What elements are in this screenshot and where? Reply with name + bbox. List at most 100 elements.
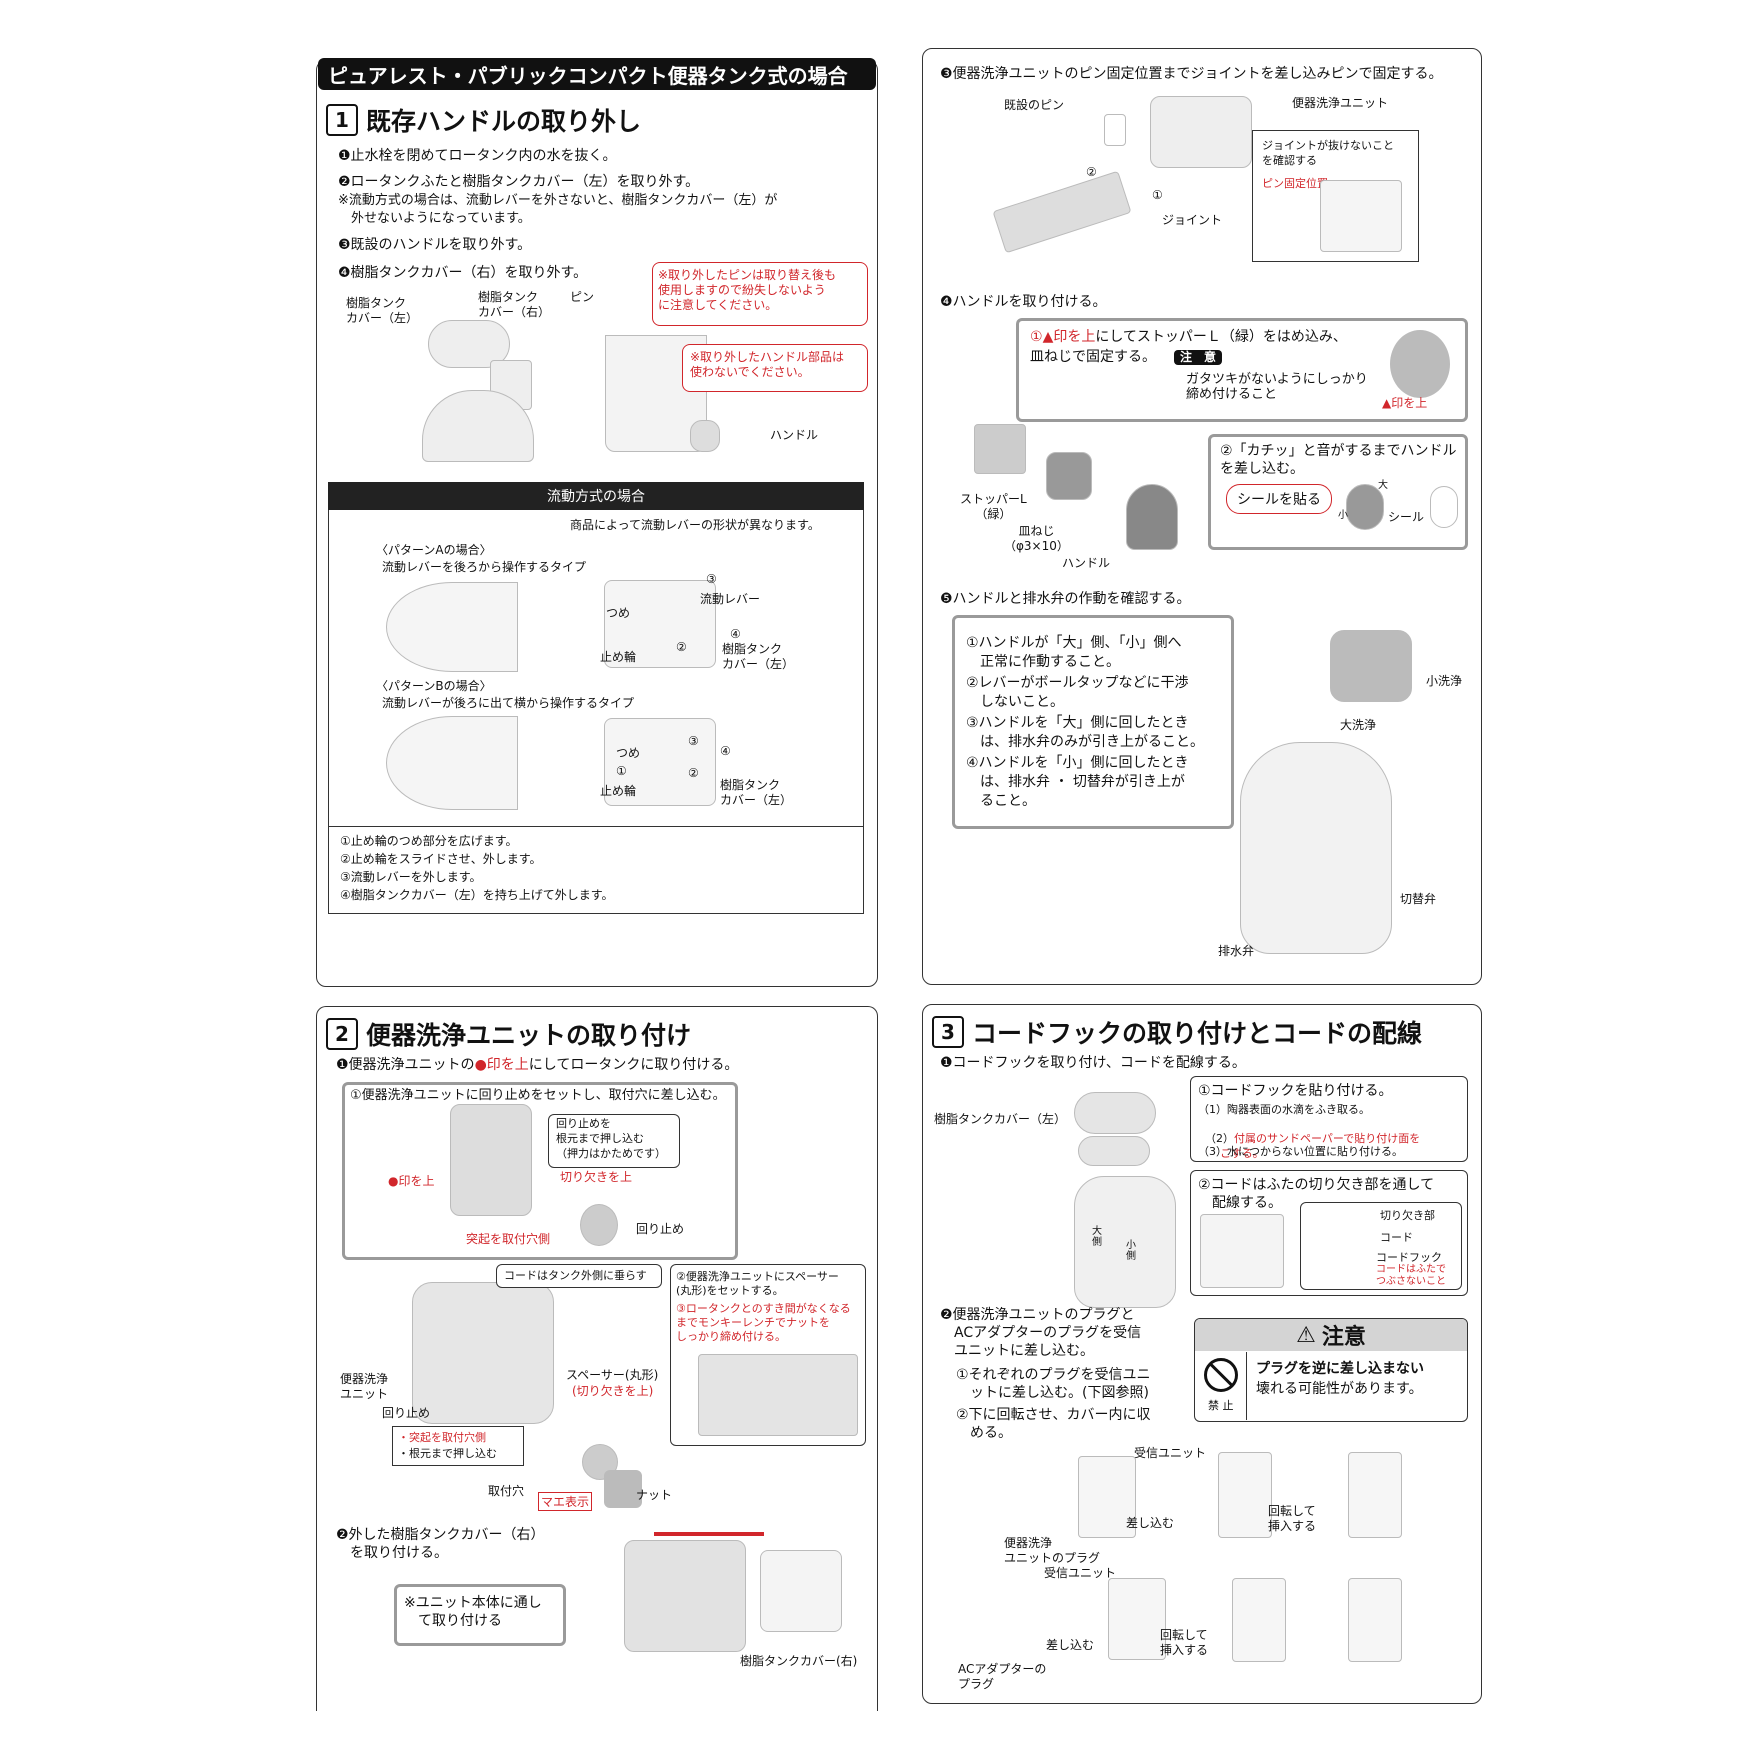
sticker-shape-illustration: [1430, 486, 1458, 528]
bullet-2: ・根元まで押し込む: [398, 1447, 497, 1460]
hook-1: （1）陶器表面の水滴をふき取る。: [1198, 1103, 1370, 1116]
pattern-a-detail-illustration: [604, 580, 716, 668]
stopper-illustration: [1046, 452, 1092, 500]
label-hole: 取付穴: [488, 1484, 525, 1498]
pattern-b-tomewa: 止め輪: [600, 784, 637, 798]
q3-sub-1: ①便器洗浄ユニットに回り止めをセットし、取付穴に差し込む。: [350, 1088, 726, 1103]
q2-step-3: ❸便器洗浄ユニットのピン固定位置までジョイントを差し込みピンで固定する。: [940, 66, 1443, 82]
section-3-title: 3 コードフックの取り付けとコードの配線: [932, 1014, 1422, 1050]
flow-method-box: [328, 482, 864, 914]
handle-part-illustration: [690, 420, 720, 452]
cord-detail-box: [1300, 1202, 1462, 1290]
section-1-number: 1: [326, 104, 358, 136]
flow-note: 商品によって流動レバーの形状が異なります。: [570, 518, 820, 532]
label-rotate: 回転して 挿入する: [1268, 1504, 1317, 1533]
label-pin: ピン: [570, 290, 595, 304]
model-banner: ピュアレスト・パブリックコンパクト便器タンク式の場合: [318, 58, 876, 90]
label-switch-valve: 切替弁: [1400, 892, 1437, 906]
prohibit-icon: [1204, 1358, 1238, 1392]
pattern-a-cover: 樹脂タンク カバー（左）: [722, 642, 795, 671]
q3-step-1-a: ❶便器洗浄ユニットの: [336, 1057, 475, 1073]
label-unit-plug: 便器洗浄 ユニットのプラグ: [1004, 1536, 1101, 1565]
receiver-5-illustration: [1232, 1578, 1286, 1662]
check-2: ②レバーがボールタップなどに干渉 しないこと。: [966, 675, 1189, 710]
label-drain-valve: 排水弁: [1218, 944, 1255, 958]
tank-wiring-illustration: [1074, 1176, 1176, 1308]
cord-instruction: ②コードはふたの切り欠き部を通して 配線する。: [1198, 1177, 1435, 1211]
stopper-detail-illustration: [1390, 330, 1450, 398]
bump-label: 突起を取付穴側: [466, 1232, 551, 1246]
label-small-side: 小 側: [1126, 1240, 1136, 1262]
label-small-wash: 小洗浄: [1426, 674, 1463, 688]
hook-title: ①コードフックを貼り付ける。: [1198, 1083, 1393, 1099]
bullet-box: [392, 1426, 524, 1466]
q1-step-1: ❶止水栓を閉めてロータンク内の水を抜く。: [338, 148, 617, 164]
receiver-3-illustration: [1348, 1452, 1402, 1538]
cord-note-box: [496, 1264, 662, 1288]
label-handle-2: ハンドル: [1062, 556, 1111, 570]
mark-up-text: 印を上: [1391, 396, 1428, 410]
caution-tag-text: 注 意: [1174, 350, 1223, 365]
pattern-a-illustration: [386, 582, 518, 672]
spacer-note-2: ③ロータンクとのすき間がなくなる までモンキーレンチでナットを しっかり締め付け…: [676, 1302, 851, 1343]
label-nut: ナット: [636, 1488, 673, 1502]
label-sticker: シール: [1388, 510, 1425, 524]
pattern-a-c2: ②: [676, 640, 687, 654]
flow-step-2: ②止め輪をスライドさせ、外します。: [340, 852, 542, 866]
label-receiver: 受信ユニット: [1134, 1446, 1207, 1460]
unit-anti-rotation-illustration: [450, 1104, 532, 1216]
label-c2: ②: [1086, 165, 1097, 179]
hook-2-text: 付属のサンドペーパーで貼り付け面を こする。: [1219, 1132, 1421, 1160]
pattern-b-c1: ①: [616, 764, 627, 778]
pattern-b-c4: ④: [720, 744, 731, 758]
receiver-4-illustration: [1108, 1578, 1166, 1660]
pattern-a-tsume: つめ: [606, 606, 631, 620]
label-spacer: スペーサー(丸形): [566, 1368, 659, 1382]
cord-warning: コードはふたで つぶさないこと: [1376, 1264, 1446, 1287]
label-cord-hook: コードフック: [1376, 1251, 1442, 1264]
callout-box: [548, 1114, 680, 1168]
push-instruction: ②「カチッ」と音がするまでハンドル を差し込む。: [1220, 443, 1457, 477]
cover-right-illustration: [760, 1550, 842, 1632]
mark-up-label-2: ●印を上: [388, 1174, 435, 1188]
unit-illustration: [1150, 96, 1252, 168]
receiver-2-illustration: [1218, 1452, 1272, 1538]
pattern-b-tsume: つめ: [616, 746, 641, 760]
red-guide-line: [654, 1532, 764, 1536]
check-3: ③ハンドルを「大」側に回したとき は、排水弁のみが引き上がること。: [966, 715, 1204, 750]
pattern-b-desc: 流動レバーが後ろに出て横から操作するタイプ: [382, 696, 635, 710]
label-screw: 皿ねじ （φ3×10）: [1004, 524, 1069, 553]
label-receiver-2: 受信ユニット: [1044, 1566, 1117, 1580]
stopper-instr-mark: 印を上: [1053, 329, 1096, 345]
label-anti-rotation-2: 回り止め: [382, 1406, 431, 1420]
label-cover-right-2: 樹脂タンクカバー(右): [740, 1654, 858, 1668]
q4-sub-1: ①それぞれのプラグを受信ユニ ットに差し込む。(下図参照): [956, 1367, 1151, 1401]
note-handle-box: [682, 344, 868, 392]
q3-step-1-c: にしてロータンクに取り付ける。: [528, 1057, 739, 1073]
mark-up-label: ▲印を上: [1382, 396, 1427, 411]
sub1-box: [342, 1082, 738, 1260]
q3-step-2: ❷外した樹脂タンクカバー（右） を取り付ける。: [336, 1527, 545, 1561]
bullet-1: ・突起を取付穴側: [398, 1431, 486, 1444]
q4-step-1: ❶コードフックを取り付け、コードを配線する。: [940, 1055, 1246, 1071]
flow-method-header-text: 流動方式の場合: [547, 489, 645, 505]
pass-note-box: [394, 1584, 566, 1646]
pattern-a-title: 〈パターンAの場合〉: [376, 543, 492, 557]
label-unit: 便器洗浄ユニット: [1292, 96, 1389, 110]
label-unit-2: 便器洗浄 ユニット: [340, 1372, 389, 1401]
q3-step-1: ❶便器洗浄ユニットの●印を上にしてロータンクに取り付ける。: [336, 1056, 738, 1074]
cover-left-illustration: [1078, 1136, 1150, 1166]
hook-3: （3）水につからない位置に貼り付ける。: [1198, 1145, 1403, 1158]
check-1: ①ハンドルが「大」側、「小」側へ 正常に作動すること。: [966, 635, 1182, 670]
note-handle: ※取り外したハンドル部品は 使わないでください。: [690, 350, 845, 379]
label-cord: コード: [1380, 1231, 1413, 1244]
note-pin: ※取り外したピンは取り替え後も 使用しますので紛失しないよう に注意してください…: [658, 268, 837, 312]
pass-note: ※ユニット本体に通し て取り付ける: [404, 1595, 542, 1629]
label-existing-pin: 既設のピン: [1004, 98, 1065, 112]
label-cover-left: 樹脂タンク カバー（左）: [346, 296, 419, 325]
pattern-a-lever: 流動レバー: [700, 592, 761, 606]
flow-step-3: ③流動レバーを外します。: [340, 870, 482, 884]
hook-box: [1190, 1076, 1468, 1162]
label-notch: 切り欠き部: [1380, 1209, 1435, 1222]
label-small: 小: [1338, 510, 1348, 521]
